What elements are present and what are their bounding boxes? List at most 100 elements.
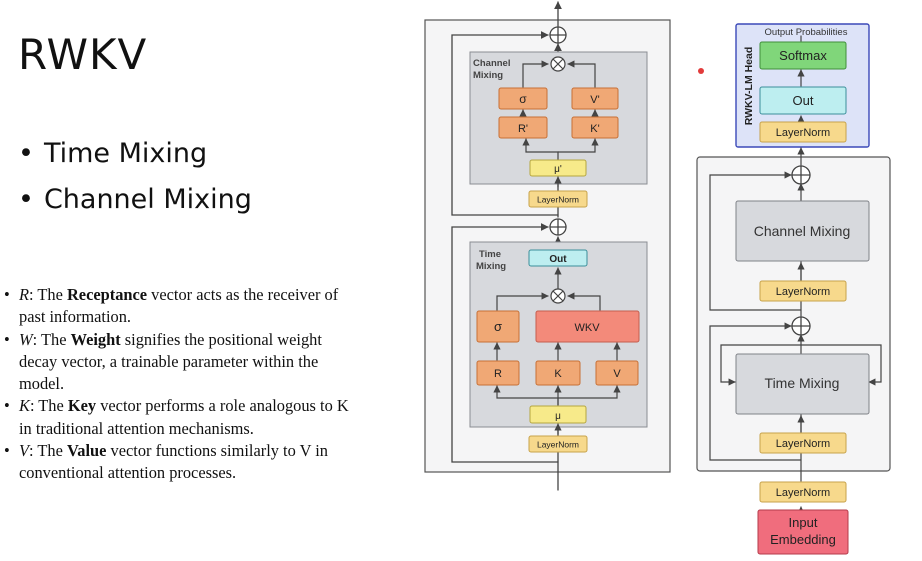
connector	[800, 344, 882, 386]
channel-mixing-block-label: Channel Mixing	[754, 223, 851, 239]
connector	[567, 60, 596, 88]
head-layernorm-box	[759, 121, 847, 143]
channel-layernorm-box	[528, 190, 588, 208]
head-layernorm-label: LayerNorm	[776, 127, 830, 139]
definition-pre: : The	[29, 396, 68, 416]
multiply-icon	[552, 58, 564, 70]
channel-kprime-box	[571, 116, 619, 139]
plus-icon	[549, 218, 567, 236]
definition-weight: W: The Weight signifies the positional w…	[4, 329, 364, 396]
left-residual-lower	[451, 223, 559, 463]
input-embedding-label: Input	[789, 515, 818, 530]
time-mu-label: μ	[555, 411, 561, 422]
channel-vprime-box	[571, 87, 619, 110]
channel-rprime-box	[498, 116, 548, 139]
definition-receptance: R: The Receptance vector acts as the rec…	[4, 284, 364, 329]
time-out-label: Out	[549, 254, 567, 265]
channel-layernorm-block-label: LayerNorm	[776, 286, 830, 298]
time-v-box	[595, 360, 639, 386]
definition-body: vector acts as the receiver of past info…	[19, 285, 339, 327]
input-layernorm-block	[759, 481, 847, 503]
definition-symbol: V	[19, 441, 30, 461]
topic-bullet-list: Time Mixing Channel Mixing	[18, 136, 252, 228]
time-mixing-label: Mixing	[476, 261, 506, 272]
time-sigma-label: σ	[494, 319, 502, 334]
time-wkv-label: WKV	[574, 322, 600, 334]
plus-icon	[549, 26, 567, 44]
definition-body: vector performs a role analogous to K in…	[19, 396, 349, 438]
definition-term: Value	[66, 441, 107, 461]
channel-mixing-label: Channel	[473, 58, 510, 69]
time-wkv-box	[535, 310, 640, 343]
channel-mu-prime-label: μ'	[554, 164, 562, 175]
right-block-diagram: RWKV-LM Head Output Probabilities Softma…	[696, 23, 891, 555]
time-mixing-label: Time	[479, 249, 501, 260]
lm-head-label: RWKV-LM Head	[743, 47, 755, 126]
time-r-label: R	[494, 368, 502, 380]
time-layernorm-block	[759, 432, 847, 454]
time-mu-box	[529, 405, 587, 424]
right-residual-lower	[709, 322, 802, 461]
definition-symbol: R	[19, 285, 30, 304]
softmax-box	[759, 41, 847, 70]
connector	[557, 385, 621, 399]
head-out-box	[759, 86, 847, 115]
time-layernorm-block-label: LayerNorm	[776, 438, 830, 450]
time-v-label: V	[613, 368, 621, 380]
channel-mixing-block	[735, 200, 870, 262]
time-k-label: K	[554, 368, 562, 380]
definition-pre: : The	[32, 329, 71, 349]
left-block-diagram: Channel Mixing σ V' R' K' μ' LayerNorm T…	[424, 1, 671, 491]
time-layernorm-box	[528, 435, 588, 453]
bullet-time-mixing: Time Mixing	[18, 136, 252, 182]
channel-layernorm-label: LayerNorm	[537, 195, 579, 205]
time-mixing-block-label: Time Mixing	[765, 375, 840, 391]
connector	[567, 292, 601, 311]
time-layernorm-label: LayerNorm	[537, 440, 579, 450]
definition-pre: : The	[29, 285, 67, 304]
connector	[720, 344, 802, 386]
channel-mixing-label: Mixing	[473, 70, 503, 81]
time-sigma-box	[476, 310, 520, 343]
channel-layernorm-block	[759, 280, 847, 302]
definition-symbol: W	[19, 329, 33, 349]
channel-sigma-label: σ	[519, 92, 527, 106]
plus-icon	[791, 165, 811, 185]
time-r-box	[476, 360, 520, 386]
channel-rprime-label: R'	[518, 123, 528, 135]
time-k-box	[535, 360, 581, 386]
definition-term: Key	[67, 396, 97, 416]
definition-term: Receptance	[66, 285, 148, 304]
pointer-dot	[698, 68, 704, 74]
time-out-box	[528, 249, 588, 267]
softmax-label: Softmax	[779, 48, 827, 63]
connector	[557, 138, 599, 153]
definition-symbol: K	[19, 396, 30, 416]
right-residual-upper	[709, 171, 802, 311]
bullet-channel-mixing: Channel Mixing	[18, 182, 252, 228]
plus-icon	[791, 316, 811, 336]
left-residual-upper	[451, 31, 559, 216]
input-layernorm-block-label: LayerNorm	[776, 487, 830, 499]
head-out-label: Out	[793, 93, 814, 108]
definition-body: vector functions similarly to V in conve…	[19, 441, 328, 483]
connector	[522, 60, 549, 88]
channel-mu-prime-box	[529, 159, 587, 177]
output-probabilities-label: Output Probabilities	[765, 27, 848, 38]
definition-body: signifies the positional weight decay ve…	[19, 329, 322, 394]
definition-term: Weight	[70, 329, 121, 349]
multiply-icon	[552, 290, 564, 302]
channel-kprime-label: K'	[590, 123, 599, 135]
definition-value: V: The Value vector functions similarly …	[4, 440, 364, 485]
slide-title: RWKV	[18, 30, 148, 79]
channel-sigma-box	[498, 87, 548, 110]
vector-definitions-list: R: The Receptance vector acts as the rec…	[4, 284, 364, 485]
time-mixing-block	[735, 353, 870, 415]
definition-pre: : The	[29, 441, 67, 461]
input-embedding-block	[757, 509, 849, 555]
channel-vprime-label: V'	[590, 94, 599, 106]
connector	[496, 292, 549, 311]
connector	[522, 138, 559, 161]
definition-key: K: The Key vector performs a role analog…	[4, 395, 364, 440]
